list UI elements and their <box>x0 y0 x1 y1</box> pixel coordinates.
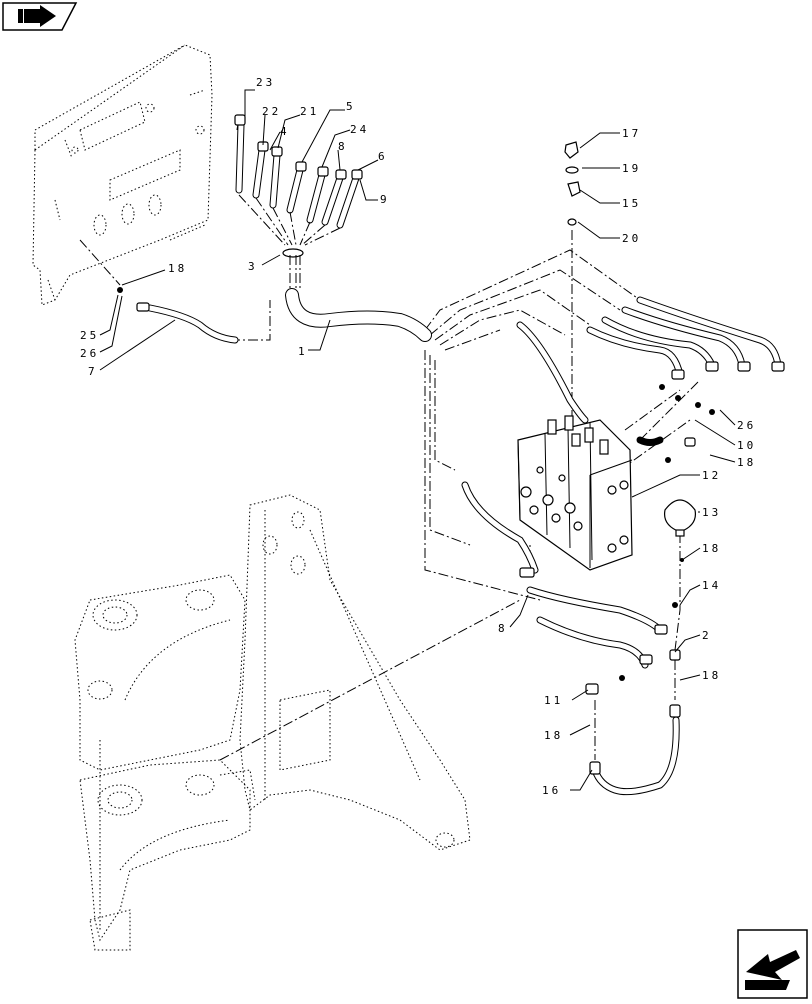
accumulator <box>663 499 697 537</box>
callout-18: 18 <box>737 456 756 469</box>
valve-hoses-lower <box>461 481 684 796</box>
callout-14: 14 <box>702 579 721 592</box>
callout-24: 24 <box>350 123 369 136</box>
callout-9: 9 <box>380 193 390 206</box>
mounting-plate <box>32 44 213 306</box>
callout-12: 12 <box>702 469 721 482</box>
callout-17: 17 <box>622 127 641 140</box>
callout-11: 11 <box>544 694 563 707</box>
callout-5: 5 <box>346 100 356 113</box>
leader-lines <box>79 230 701 761</box>
callout-10: 10 <box>737 439 756 452</box>
callout-18: 18 <box>168 262 187 275</box>
callout-16: 16 <box>542 784 561 797</box>
loader-frame <box>74 494 471 951</box>
hose-7 <box>117 287 239 344</box>
callout-8: 8 <box>498 622 508 635</box>
callout-7: 7 <box>88 365 98 378</box>
main-hose <box>285 288 432 342</box>
callout-6: 6 <box>378 150 388 163</box>
callout-23: 23 <box>256 76 275 89</box>
callout-19: 19 <box>622 162 641 175</box>
callout-25: 25 <box>80 329 99 342</box>
callout-15: 15 <box>622 197 641 210</box>
callout-18: 18 <box>702 542 721 555</box>
fitting-stack <box>564 141 581 226</box>
valve-hoses-upper <box>516 296 785 463</box>
callout-8: 8 <box>338 140 348 153</box>
callout-3: 3 <box>248 260 258 273</box>
callout-18: 18 <box>702 669 721 682</box>
control-valve <box>517 415 633 571</box>
callout-labels: 23 22 21 5 4 24 8 6 9 3 1 18 25 26 7 17 … <box>80 76 756 797</box>
callout-4: 4 <box>280 125 290 138</box>
next-page-arrow-icon[interactable] <box>737 929 808 999</box>
book-arrow-icon[interactable] <box>2 2 78 31</box>
callout-13: 13 <box>702 506 721 519</box>
callout-26: 26 <box>737 419 756 432</box>
callout-2: 2 <box>702 629 712 642</box>
callout-26: 26 <box>80 347 99 360</box>
callout-1: 1 <box>298 345 308 358</box>
callout-20: 20 <box>622 232 641 245</box>
callout-18: 18 <box>544 729 563 742</box>
callout-21: 21 <box>300 105 319 118</box>
callout-22: 22 <box>262 105 281 118</box>
hose-bundle <box>234 114 363 290</box>
callout-leaders <box>99 89 736 791</box>
